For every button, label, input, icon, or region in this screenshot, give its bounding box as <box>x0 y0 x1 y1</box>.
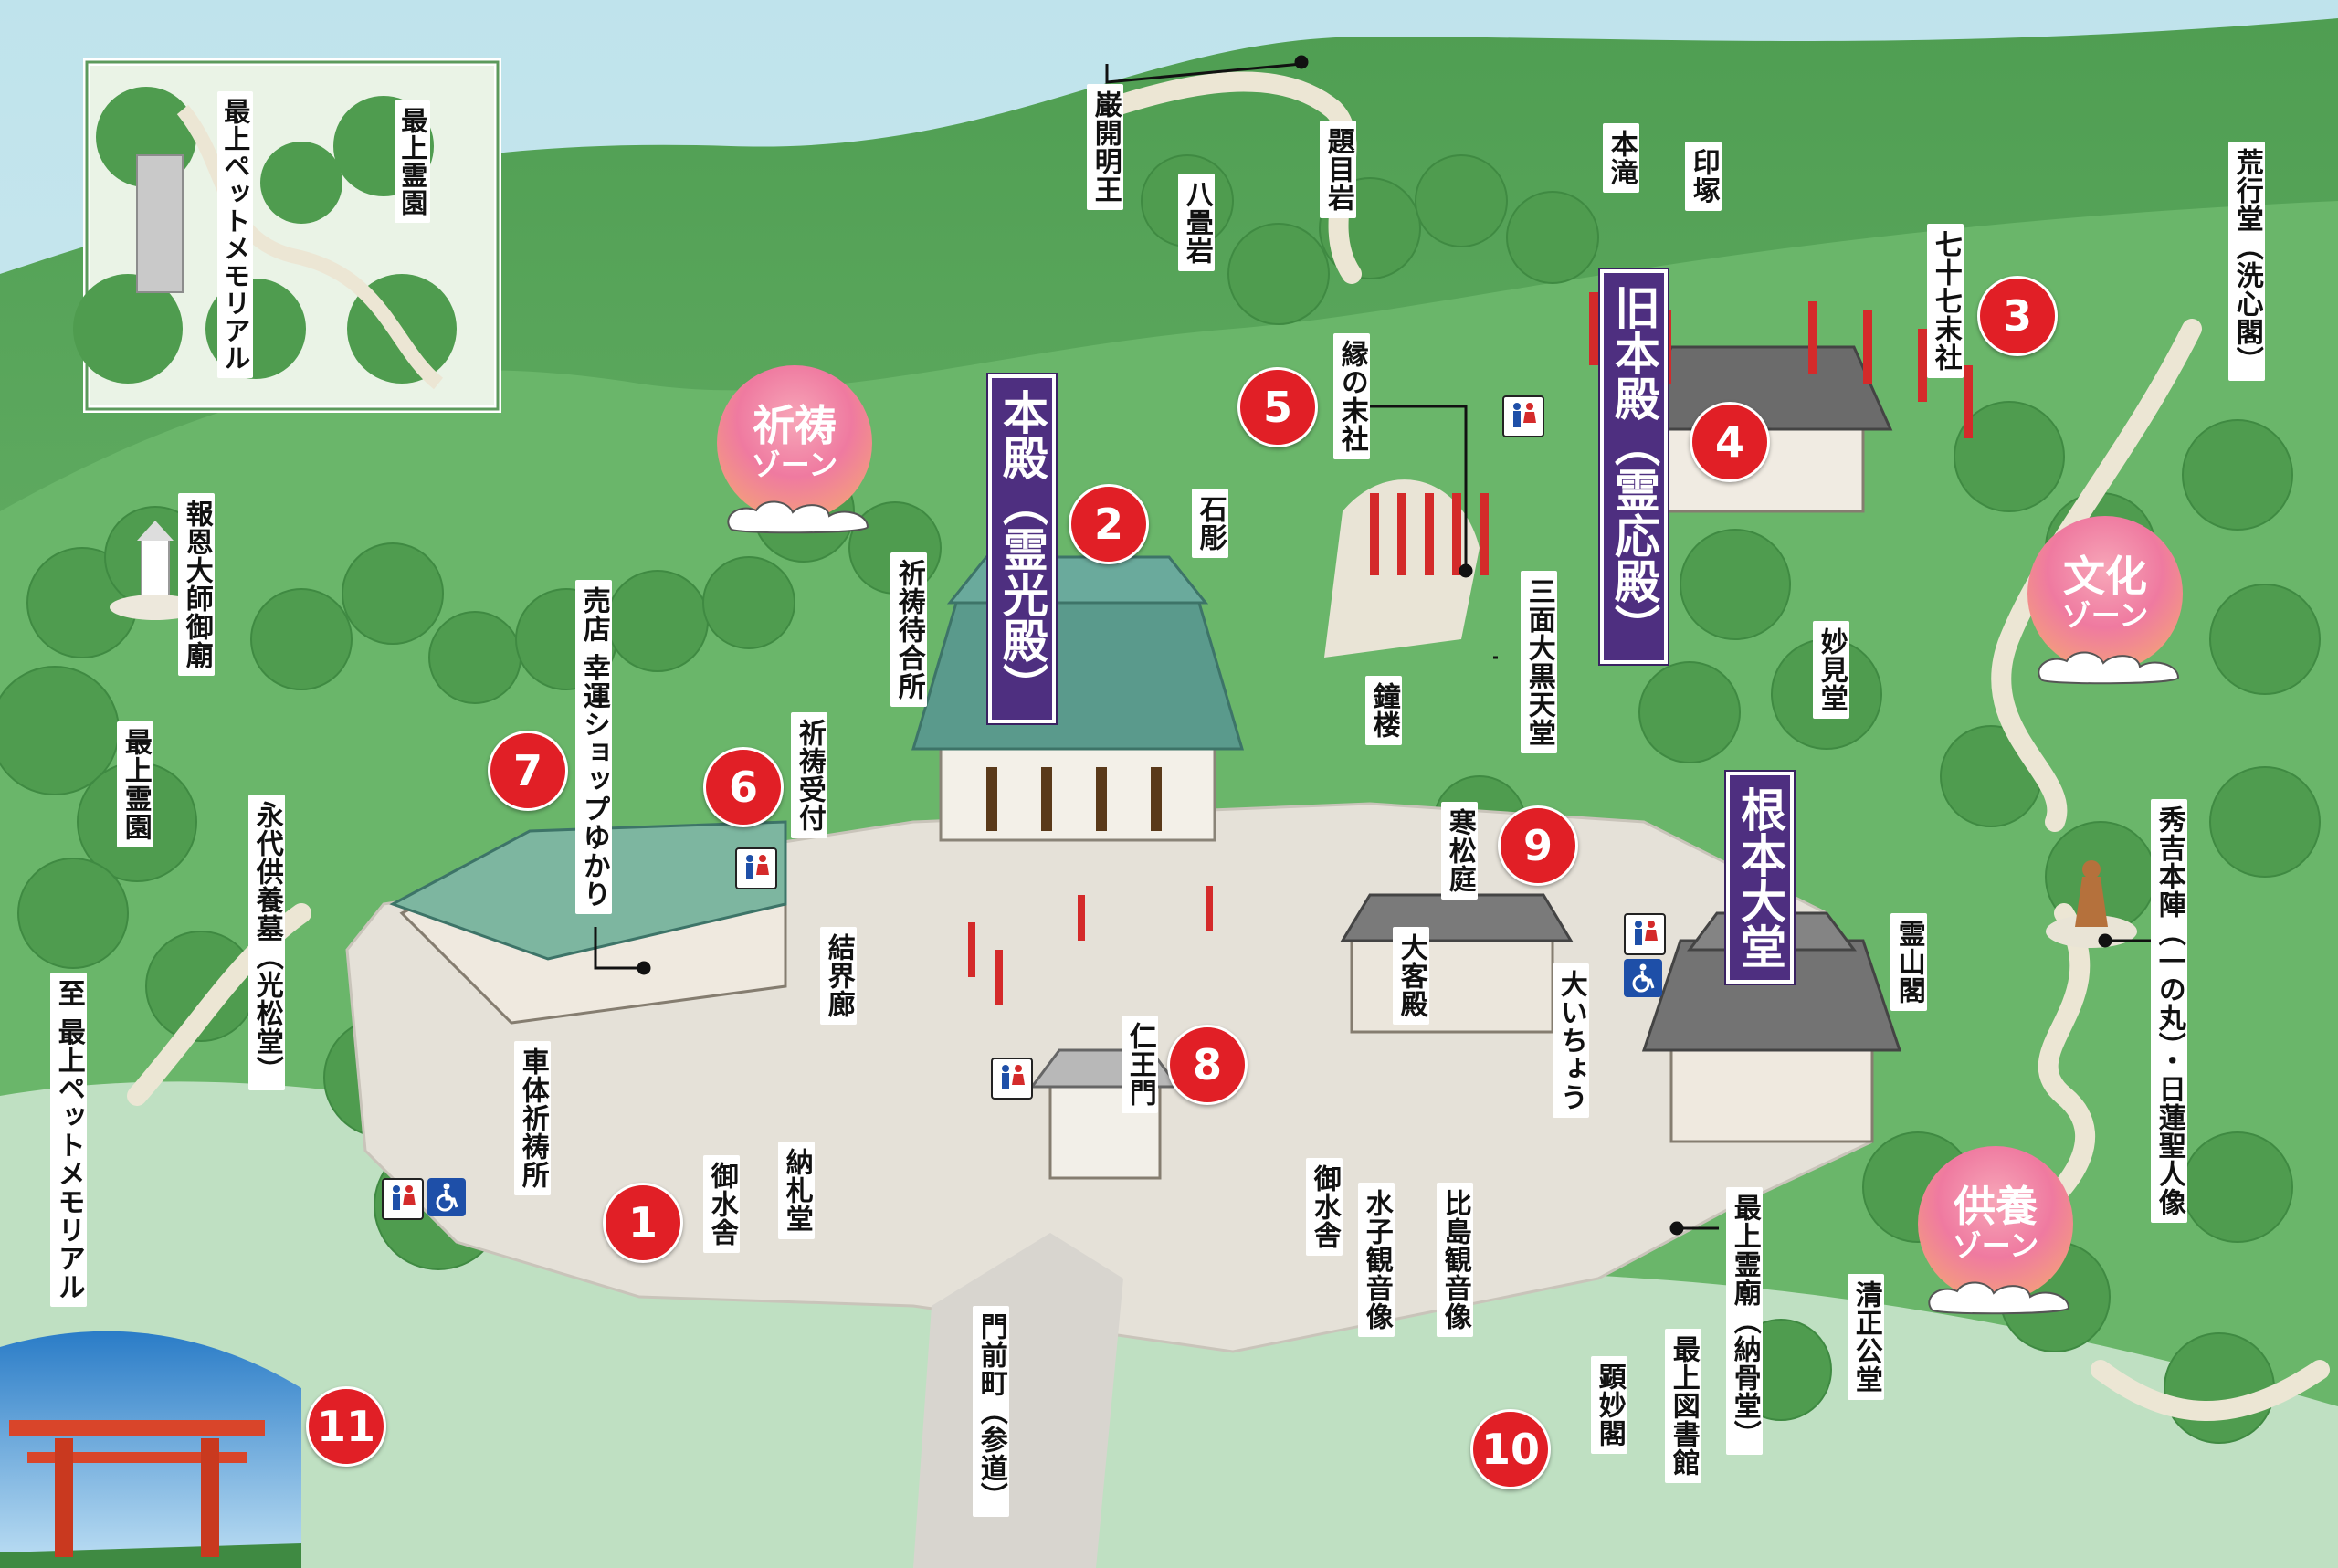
wheelchair-icon <box>427 1178 466 1216</box>
label-hijima: 比島観音像 <box>1437 1183 1473 1337</box>
zone-kuyo: 供養 ゾーン <box>1918 1146 2073 1301</box>
facility-icons <box>382 1178 466 1220</box>
marker-4[interactable]: 4 <box>1690 402 1770 482</box>
cloud-icon <box>727 500 869 534</box>
zone-kuyo-title: 供養 <box>1954 1182 2038 1232</box>
label-hachijo: 八畳岩 <box>1178 174 1215 271</box>
facility-icons <box>735 847 777 889</box>
zone-bunka-subtitle: ゾーン <box>2061 597 2149 633</box>
zone-kuyo-subtitle: ゾーン <box>1952 1227 2039 1263</box>
inset-map <box>73 58 501 413</box>
label-monzen: 門前町（参道） <box>973 1306 1009 1517</box>
approach-road <box>913 1233 1123 1568</box>
label-ookyakuden: 大客殿 <box>1393 927 1429 1025</box>
restroom-icon <box>382 1178 424 1220</box>
label-niomon: 仁王門 <box>1122 1016 1158 1113</box>
torii-photo-icon <box>0 1331 301 1568</box>
marker-10[interactable]: 10 <box>1470 1409 1551 1489</box>
cloud-icon <box>2038 651 2180 685</box>
marker-8[interactable]: 8 <box>1167 1025 1248 1105</box>
label-saijo-reien: 最上霊園 <box>117 721 153 847</box>
label-saijo-tosho: 最上図書館 <box>1665 1329 1701 1483</box>
label-enno: 縁の末社 <box>1333 333 1370 459</box>
facility-icons <box>1502 395 1544 437</box>
memorial-tower <box>110 521 201 620</box>
cloud-icon <box>1928 1281 2070 1315</box>
zone-kito-title: 祈祷 <box>753 401 837 451</box>
label-mizuko: 水子観音像 <box>1358 1183 1395 1337</box>
marker-3[interactable]: 3 <box>1977 276 2058 356</box>
konpon-building <box>1641 911 1902 1143</box>
label-to-pet: 至 最上ペットメモリアル <box>50 973 87 1308</box>
label-shoro: 鐘楼 <box>1365 676 1402 745</box>
label-myokendo: 妙見堂 <box>1813 621 1849 719</box>
zone-kito-subtitle: ゾーン <box>751 447 838 482</box>
restroom-icon <box>1624 913 1666 955</box>
marker-7[interactable]: 7 <box>488 731 568 811</box>
restroom-icon <box>735 847 777 889</box>
label-kito-uketsuke: 祈祷受付 <box>791 712 827 838</box>
facility-icons <box>1624 913 1666 997</box>
label-kekkairo: 結界廊 <box>820 927 857 1025</box>
label-kito-machi: 祈祷待合所 <box>890 552 927 707</box>
label-ganbiraki: 巌開明王 <box>1087 84 1123 210</box>
zone-bunka: 文化 ゾーン <box>2027 516 2183 671</box>
label-kanshotei: 寒松庭 <box>1441 802 1478 900</box>
marker-2[interactable]: 2 <box>1069 484 1149 564</box>
label-kyuhonden: 旧本殿（霊応殿） <box>1600 269 1668 664</box>
wheelchair-icon <box>1624 959 1662 997</box>
label-konpon: 根本大堂 <box>1726 772 1794 984</box>
honden-building <box>911 555 1245 842</box>
ookyakuden-building <box>1340 893 1574 1034</box>
inset-label-reien: 最上霊園 <box>395 100 430 223</box>
label-hideyoshi: 秀吉本陣（一の丸）・日蓮聖人像 <box>2151 799 2187 1223</box>
label-omizuya-left: 御水舎 <box>703 1155 740 1253</box>
label-nofuda: 納札堂 <box>778 1142 815 1239</box>
label-hoon: 報恩大師御廟 <box>178 493 215 676</box>
zone-bunka-title: 文化 <box>2063 552 2147 602</box>
marker-9[interactable]: 9 <box>1498 805 1578 886</box>
label-honden: 本殿（霊光殿） <box>988 374 1056 723</box>
marker-1[interactable]: 1 <box>603 1183 683 1263</box>
label-shatai: 車体祈祷所 <box>514 1041 551 1195</box>
label-hontaki: 本滝 <box>1603 123 1639 193</box>
marker-6[interactable]: 6 <box>703 747 784 827</box>
label-daimoku: 題目岩 <box>1320 121 1356 218</box>
label-inzuka: 印塚 <box>1685 142 1722 211</box>
restroom-icon <box>1502 395 1544 437</box>
paths <box>127 71 2330 1421</box>
marker-5[interactable]: 5 <box>1237 367 1318 447</box>
label-seishokodo: 清正公堂 <box>1848 1274 1884 1400</box>
facility-icons <box>991 1058 1033 1100</box>
label-eidai: 永代供養墓（光松堂） <box>248 795 285 1090</box>
label-kenmyokaku: 顕妙閣 <box>1591 1356 1627 1454</box>
label-ooicho: 大いちょう <box>1553 963 1589 1118</box>
label-sanmen: 三面大黒天堂 <box>1521 571 1557 753</box>
label-reizankaku: 霊山閣 <box>1890 913 1927 1011</box>
leader-lines <box>594 55 2151 1236</box>
zone-kito: 祈祷 ゾーン <box>717 365 872 521</box>
label-saijo-reibyo: 最上霊廟（納骨堂） <box>1726 1187 1763 1455</box>
label-nanajushichi: 七十七末社 <box>1927 224 1964 378</box>
label-sekicho: 石彫 <box>1192 489 1228 558</box>
inset-label-pet-memorial: 最上ペットメモリアル <box>217 91 253 378</box>
restroom-icon <box>991 1058 1033 1100</box>
label-aragyodo: 荒行堂（洗心閣） <box>2228 142 2265 381</box>
label-baiten: 売店 幸運ショップゆかり <box>575 580 612 915</box>
label-omizuya-right: 御水舎 <box>1306 1158 1343 1256</box>
marker-11[interactable]: 11 <box>306 1386 386 1467</box>
